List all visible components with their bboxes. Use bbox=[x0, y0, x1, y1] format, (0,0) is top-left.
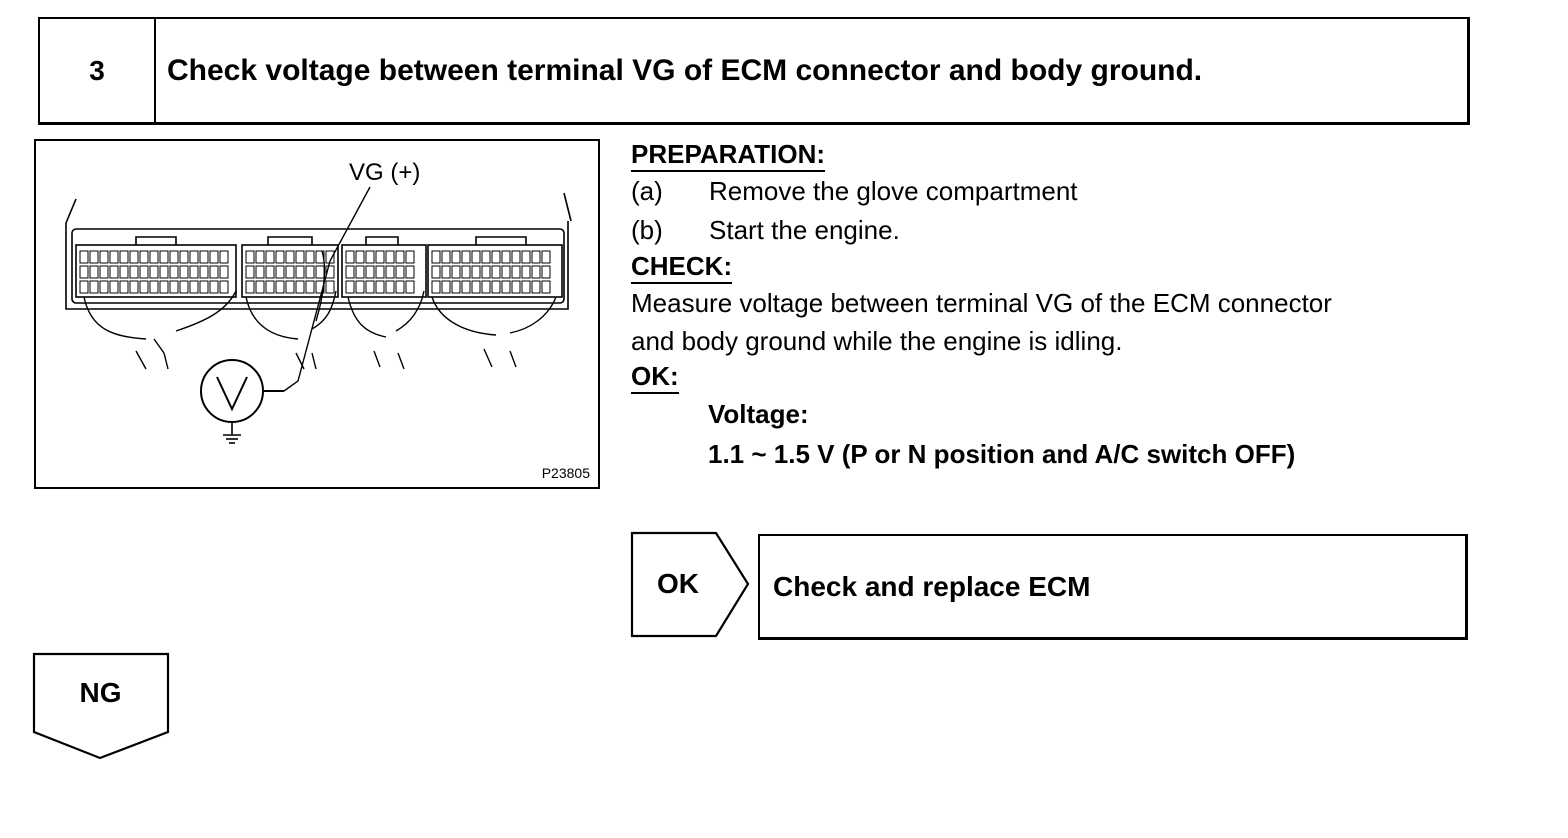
check-heading: CHECK: bbox=[631, 250, 733, 284]
preparation-step: (b)Start the engine. bbox=[631, 215, 900, 245]
spec-value: 1.1 ~ 1.5 V (P or N position and A/C swi… bbox=[708, 439, 1296, 469]
preparation-step: (a)Remove the glove compartment bbox=[631, 176, 1078, 206]
check-text-line: Measure voltage between terminal VG of t… bbox=[631, 288, 1332, 318]
procedure-section: PREPARATION: (a)Remove the glove compart… bbox=[631, 138, 1481, 474]
ok-heading: OK: bbox=[631, 360, 679, 394]
ok-label: OK bbox=[657, 568, 699, 599]
spec-label: Voltage: bbox=[708, 399, 809, 429]
figure-id: P23805 bbox=[541, 465, 590, 481]
ok-result-box: Check and replace ECM bbox=[758, 534, 1468, 640]
step-header: 3 Check voltage between terminal VG of E… bbox=[38, 17, 1470, 125]
step-number: 3 bbox=[40, 19, 156, 122]
voltmeter-icon bbox=[200, 359, 284, 423]
ok-action: Check and replace ECM bbox=[773, 570, 1091, 602]
ok-arrow-tag bbox=[630, 531, 750, 638]
terminal-label: VG (+) bbox=[349, 159, 421, 186]
ng-arrow-tag bbox=[32, 652, 170, 760]
check-text-line: and body ground while the engine is idli… bbox=[631, 326, 1123, 356]
ng-label: NG bbox=[79, 677, 122, 708]
step-title: Check voltage between terminal VG of ECM… bbox=[167, 53, 1203, 87]
ground-symbol-icon bbox=[223, 422, 241, 444]
preparation-heading: PREPARATION: bbox=[631, 138, 826, 172]
wiring-figure: VG (+) P23805 bbox=[34, 139, 600, 489]
ecm-connector-icon bbox=[65, 186, 572, 444]
